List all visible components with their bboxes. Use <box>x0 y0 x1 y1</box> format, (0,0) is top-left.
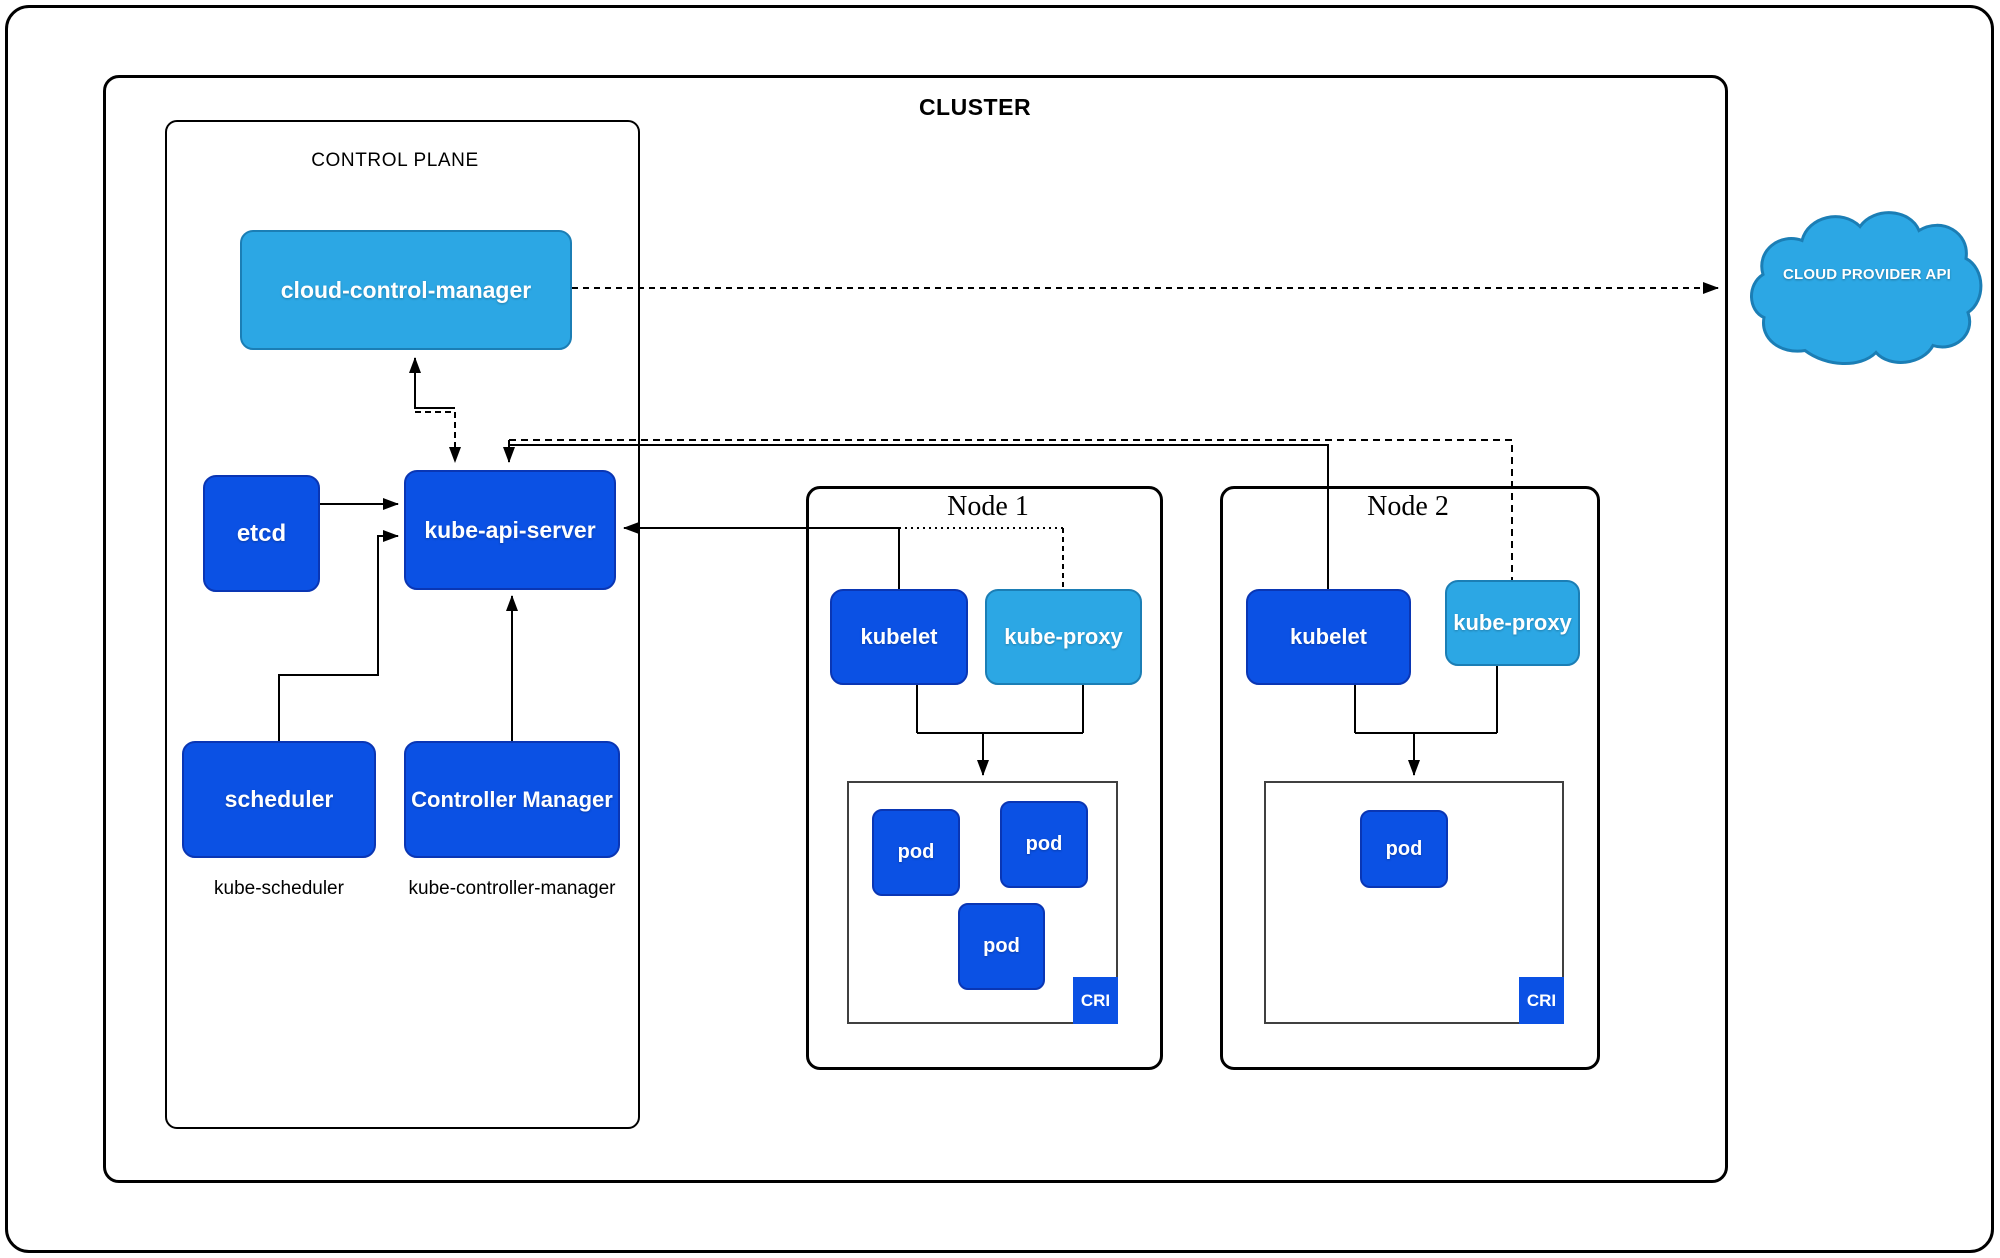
node-1-kubelet-box: kubelet <box>830 589 968 685</box>
cloud-provider-api-label: CLOUD PROVIDER API <box>1782 266 1952 284</box>
kube-api-server-box: kube-api-server <box>404 470 616 590</box>
node-1-pod-1: pod <box>872 809 960 896</box>
node-2-pod-1: pod <box>1360 810 1448 888</box>
controller-manager-caption: kube-controller-manager <box>408 878 616 899</box>
cloud-control-manager-box: cloud-control-manager <box>240 230 572 350</box>
node-2-title: Node 2 <box>1367 491 1449 522</box>
node-1-kube-proxy-box: kube-proxy <box>985 589 1142 685</box>
controller-manager-box: Controller Manager <box>404 741 620 858</box>
page-border <box>5 5 1994 1253</box>
node-1-pod-2: pod <box>1000 801 1088 888</box>
cloud-icon <box>1750 211 1983 365</box>
scheduler-box: scheduler <box>182 741 376 858</box>
cluster-box <box>103 75 1728 1183</box>
cluster-title: CLUSTER <box>918 94 1032 120</box>
node-2-kube-proxy-box: kube-proxy <box>1445 580 1580 666</box>
control-plane-box <box>165 120 640 1129</box>
node-1-pod-3: pod <box>958 903 1045 990</box>
scheduler-caption: kube-scheduler <box>214 878 344 899</box>
node-1-title: Node 1 <box>947 491 1029 522</box>
node-1-cri-badge: CRI <box>1073 977 1118 1024</box>
cloud-provider-api: CLOUD PROVIDER API <box>1742 198 1992 378</box>
control-plane-title: CONTROL PLANE <box>311 150 479 171</box>
node-2-kubelet-box: kubelet <box>1246 589 1411 685</box>
etcd-box: etcd <box>203 475 320 592</box>
node-2-cri-badge: CRI <box>1519 977 1564 1024</box>
